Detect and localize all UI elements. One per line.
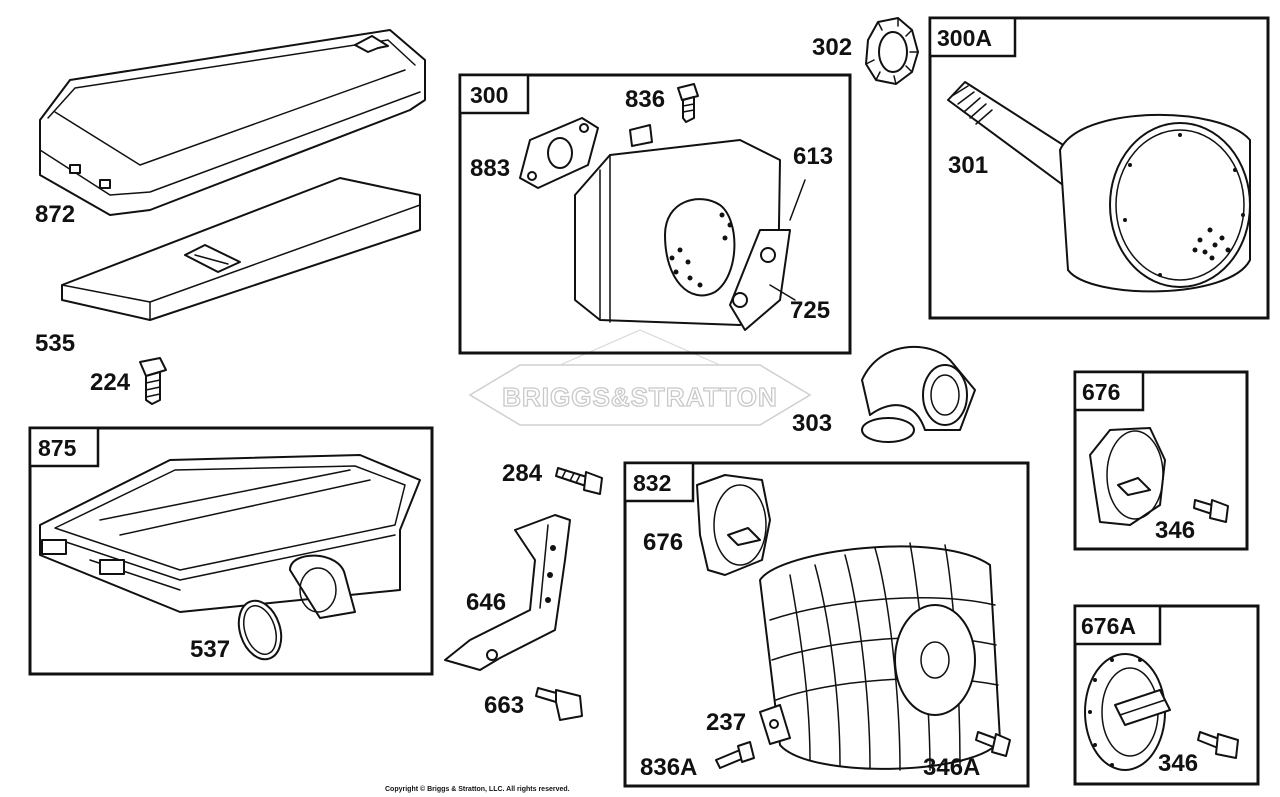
deflector-box-676A <box>1073 604 1260 786</box>
callout-836A: 836A <box>640 754 697 781</box>
air-cleaner-cover-872 <box>39 29 426 216</box>
callout-613: 613 <box>793 143 833 170</box>
callout-346-upper: 346 <box>1155 517 1195 544</box>
box-label-832: 832 <box>633 470 671 496</box>
air-filter-535 <box>61 177 421 321</box>
callout-537: 537 <box>190 636 230 663</box>
screw-224 <box>139 357 167 405</box>
callout-224: 224 <box>90 369 131 396</box>
callout-303: 303 <box>792 410 832 437</box>
callout-836: 836 <box>625 86 665 113</box>
callout-301: 301 <box>948 152 988 179</box>
screw-284 <box>555 467 603 495</box>
callout-237: 237 <box>706 709 746 736</box>
callout-883: 883 <box>470 155 510 182</box>
callout-535: 535 <box>35 330 75 357</box>
spark-arrester-box-832 <box>623 461 1030 788</box>
callout-676: 676 <box>643 529 683 556</box>
box-label-875: 875 <box>38 435 77 461</box>
bracket-646 <box>444 514 571 671</box>
callout-872: 872 <box>35 201 75 228</box>
callout-663: 663 <box>484 692 524 719</box>
elbow-303 <box>861 345 976 443</box>
deflector-box-676 <box>1073 370 1249 551</box>
watermark-text: BRIGGS&STRATTON <box>502 382 777 412</box>
callout-284: 284 <box>502 460 543 487</box>
box-label-300A: 300A <box>937 25 992 51</box>
callout-302: 302 <box>812 34 852 61</box>
box-label-676A: 676A <box>1081 613 1136 639</box>
brand-watermark: BRIGGS&STRATTON <box>468 329 812 426</box>
muffler-assembly-box-300A <box>928 16 1270 320</box>
callout-346A: 346A <box>923 754 980 781</box>
box-label-676: 676 <box>1082 379 1120 405</box>
screw-663 <box>535 687 583 721</box>
lock-nut-302 <box>865 17 919 85</box>
box-label-300: 300 <box>470 82 508 108</box>
callout-646: 646 <box>466 589 506 616</box>
callout-346-lower: 346 <box>1158 750 1198 777</box>
copyright-notice: Copyright © Briggs & Stratton, LLC. All … <box>385 785 570 793</box>
muffler-assembly-box-300 <box>458 73 852 355</box>
air-cleaner-base-box-875 <box>28 426 434 676</box>
callout-725: 725 <box>790 297 830 324</box>
